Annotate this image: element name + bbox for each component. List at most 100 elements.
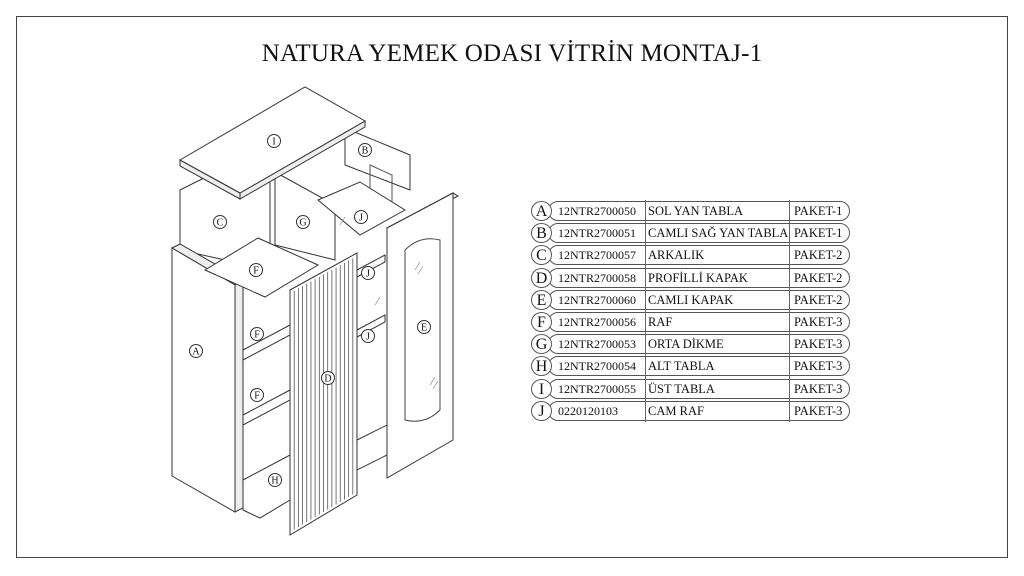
part-name: ARKALIK — [648, 248, 705, 263]
column-divider — [789, 200, 790, 223]
column-divider — [645, 222, 646, 245]
part-letter: D — [531, 267, 552, 288]
column-divider — [789, 355, 790, 378]
part-letter: I — [531, 378, 552, 399]
parts-row: F 12NTR2700056 RAF PAKET-3 — [531, 310, 851, 334]
part-package: PAKET-2 — [794, 248, 843, 263]
parts-row: J 0220120103 CAM RAF PAKET-3 — [531, 399, 851, 422]
callout-letter: I — [272, 137, 275, 148]
parts-row: C 12NTR2700057 ARKALIK PAKET-2 — [531, 244, 851, 267]
door-e-glass — [404, 238, 441, 422]
parts-row: D 12NTR2700058 PROFİLLİ KAPAK PAKET-2 — [531, 266, 851, 289]
part-code: 12NTR2700050 — [558, 204, 636, 218]
part-name: SOL YAN TABLA — [648, 204, 744, 218]
column-divider — [789, 266, 790, 289]
callout-d: D — [321, 371, 335, 385]
callout-circle — [296, 215, 310, 229]
column-divider — [645, 244, 646, 267]
column-divider — [645, 310, 646, 334]
callout-circle — [417, 320, 431, 334]
page-title: NATURA YEMEK ODASI VİTRİN MONTAJ-1 — [261, 40, 763, 67]
panel-right-bottom — [356, 424, 388, 471]
panel-a-inner — [234, 279, 244, 513]
callout-letter: F — [254, 391, 260, 402]
column-divider — [645, 288, 646, 311]
column-divider — [645, 377, 646, 400]
callout-circle — [267, 134, 281, 148]
part-package: PAKET-3 — [794, 314, 843, 329]
part-code: 12NTR2700058 — [558, 270, 636, 285]
part-letter: G — [531, 334, 552, 355]
parts-row: I 12NTR2700055 ÜST TABLA PAKET-3 — [531, 377, 851, 400]
callout-g: G — [296, 215, 310, 229]
part-code: 12NTR2700051 — [558, 226, 636, 241]
callout-circle — [358, 143, 372, 157]
callout-letter: J — [366, 269, 370, 280]
part-package: PAKET-3 — [794, 381, 843, 396]
panel-a — [171, 247, 236, 513]
door-d-profile-lines — [293, 258, 354, 530]
callout-circle — [361, 266, 375, 280]
panel-h — [242, 454, 291, 519]
callout-letter: G — [299, 218, 306, 229]
part-code: 12NTR2700060 — [558, 292, 636, 307]
callout-f3: F — [250, 388, 264, 402]
callout-circle — [361, 329, 375, 343]
column-divider — [789, 377, 790, 400]
callout-j3: J — [361, 329, 375, 343]
column-divider — [645, 333, 646, 356]
parts-row: H 12NTR2700054 ALT TABLA PAKET-3 — [531, 355, 851, 378]
panel-b — [344, 127, 411, 191]
callout-e: E — [417, 320, 431, 334]
part-package: PAKET-3 — [794, 403, 843, 418]
parts-list: A 12NTR2700050 SOL YAN TABLA PAKET-1 B 1… — [531, 200, 851, 422]
callout-letter: B — [362, 146, 369, 157]
part-letter: C — [531, 245, 552, 266]
column-divider — [789, 244, 790, 267]
part-package: PAKET-2 — [794, 270, 843, 285]
callout-letter: E — [421, 323, 427, 334]
part-letter: H — [531, 356, 552, 377]
part-name: PROFİLLİ KAPAK — [648, 270, 748, 285]
column-divider — [789, 288, 790, 311]
page-border — [16, 16, 1008, 558]
callout-letter: H — [271, 476, 278, 487]
callout-letter: J — [359, 213, 363, 224]
callout-circle — [354, 210, 368, 224]
column-divider — [645, 200, 646, 223]
part-name: ORTA DİKME — [648, 337, 724, 352]
callout-letter: F — [254, 330, 260, 341]
callout-letter: A — [192, 347, 200, 358]
column-divider — [789, 222, 790, 245]
part-code: 12NTR2700057 — [558, 248, 636, 263]
column-divider — [789, 333, 790, 356]
callout-f2: F — [250, 327, 264, 341]
parts-row: B 12NTR2700051 CAMLI SAĞ YAN TABLA PAKET… — [531, 222, 851, 245]
callout-circle — [268, 473, 282, 487]
part-code: 12NTR2700054 — [558, 359, 636, 374]
part-letter: F — [531, 311, 552, 332]
callout-letter: D — [324, 374, 331, 385]
part-name: ÜST TABLA — [648, 381, 715, 396]
part-package: PAKET-3 — [794, 337, 843, 352]
callout-circle — [321, 371, 335, 385]
callout-j1: J — [354, 210, 368, 224]
callout-h: H — [268, 473, 282, 487]
parts-row: A 12NTR2700050 SOL YAN TABLA PAKET-1 — [531, 200, 851, 223]
callout-a: A — [189, 344, 203, 358]
panel-j-top — [317, 181, 406, 236]
part-package: PAKET-3 — [794, 359, 843, 374]
part-name: RAF — [648, 314, 673, 329]
part-letter: E — [531, 289, 552, 310]
callout-j2: J — [361, 266, 375, 280]
part-code: 0220120103 — [558, 403, 618, 418]
part-code: 12NTR2700053 — [558, 337, 636, 352]
part-letter: A — [531, 201, 552, 221]
part-package: PAKET-1 — [794, 226, 843, 241]
callout-circle — [250, 388, 264, 402]
part-code: 12NTR2700055 — [558, 381, 636, 396]
column-divider — [645, 355, 646, 378]
glass-reflection-lines — [339, 216, 439, 390]
callout-b: B — [358, 143, 372, 157]
